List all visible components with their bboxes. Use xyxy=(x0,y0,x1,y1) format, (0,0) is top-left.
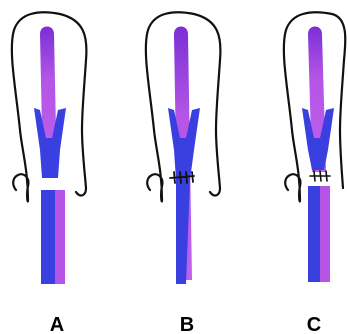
panel-b: B xyxy=(146,12,221,334)
panel-a: A xyxy=(12,12,87,334)
panel-label-a: A xyxy=(50,314,64,334)
suture-marks xyxy=(310,171,330,181)
panel-label-c: C xyxy=(307,314,321,334)
outer-tube-lower xyxy=(41,190,55,284)
panel-label-b: B xyxy=(180,314,194,334)
outer-tube-lower xyxy=(308,186,320,282)
panel-c: C xyxy=(284,12,345,334)
